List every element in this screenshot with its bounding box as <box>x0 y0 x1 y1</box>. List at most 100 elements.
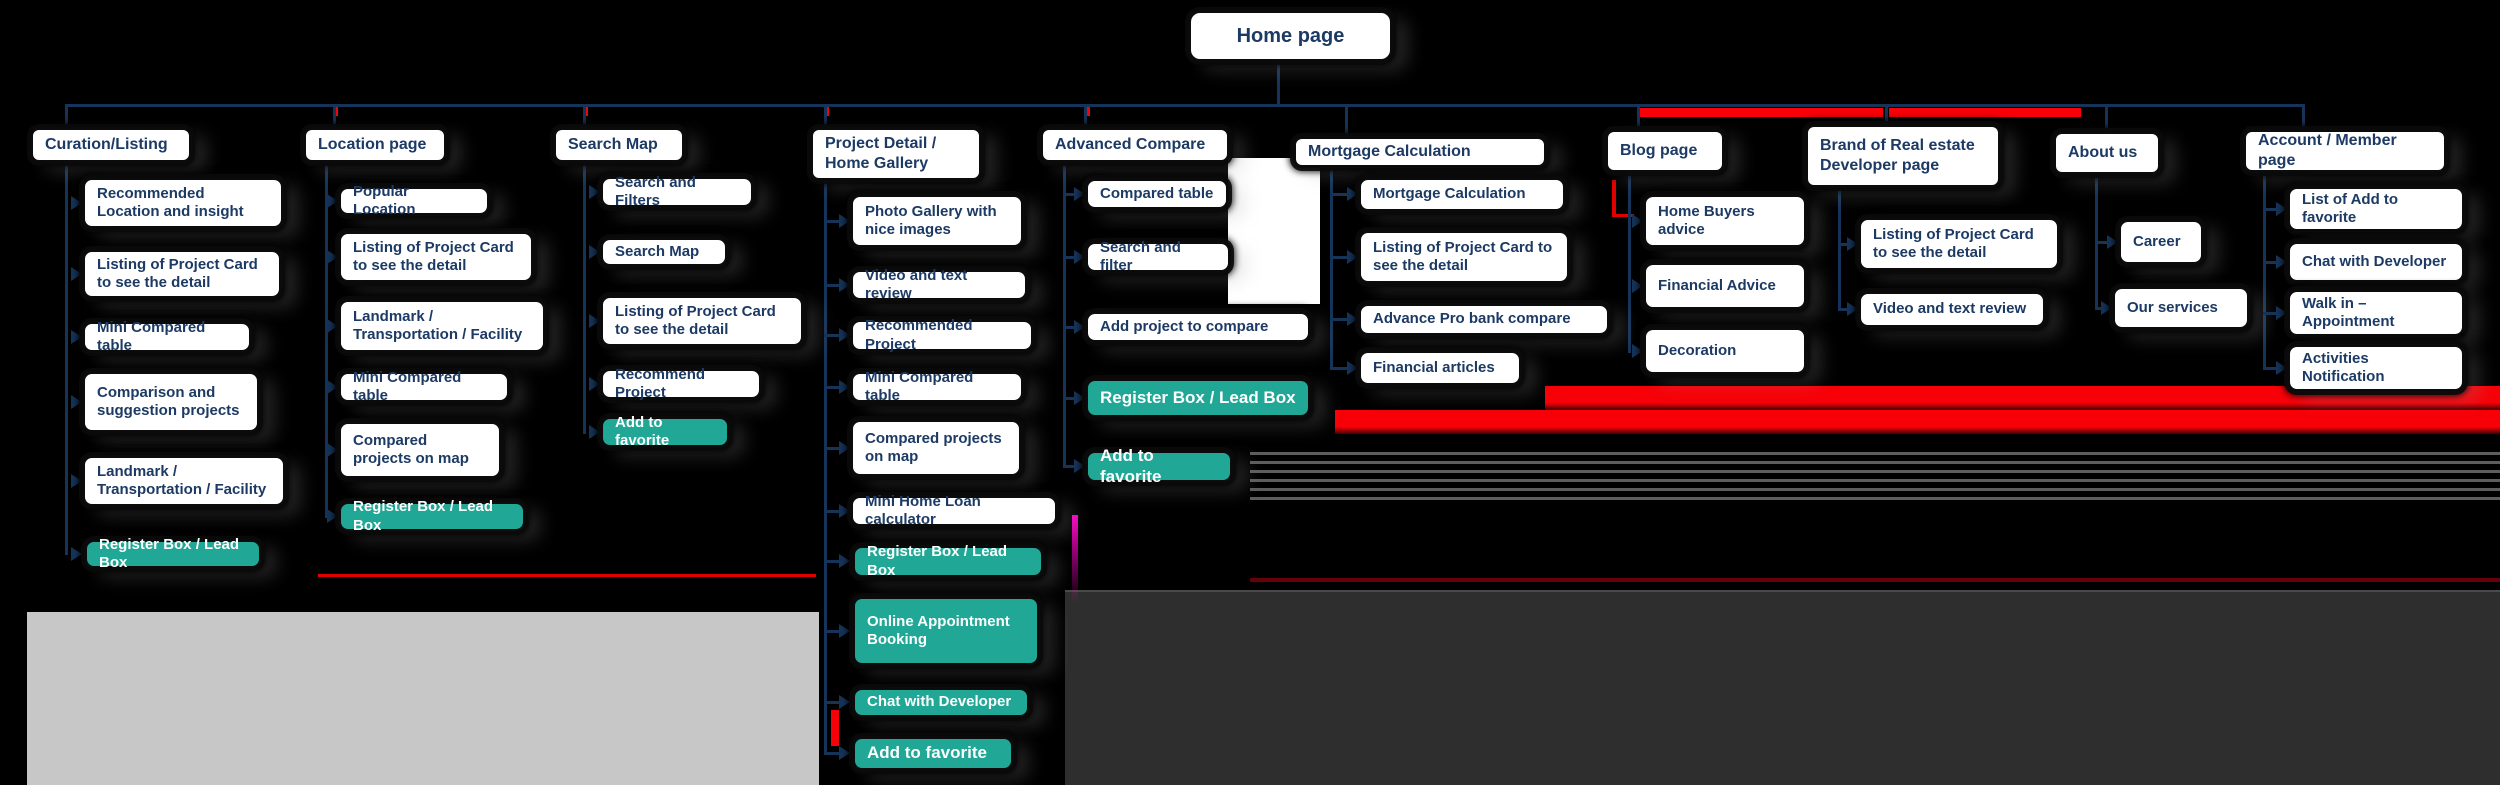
connector-seg <box>1063 465 1074 468</box>
arrow-icon <box>839 695 850 709</box>
arrow-icon <box>71 474 82 488</box>
node-landmark-transportation: Landmark / Transportation / Facility <box>82 455 286 507</box>
connector-seg <box>2095 241 2107 244</box>
arrow-icon <box>71 196 82 210</box>
red-tick <box>334 107 338 116</box>
node-our-services: Our services <box>2112 286 2250 330</box>
arrow-icon <box>839 214 850 228</box>
arrow-icon <box>1847 237 1858 251</box>
node-add-project-to-compare: Add project to compare <box>1085 311 1311 343</box>
arrow-icon <box>327 443 338 457</box>
red-mark-horiz <box>1612 214 1634 217</box>
node-photo-gallery: Photo Gallery with nice images <box>850 194 1024 248</box>
node-mini-home-loan-calculator: Mini Home Loan calculator <box>850 493 1058 528</box>
connector-seg <box>1330 318 1347 321</box>
connector-seg <box>1063 256 1074 259</box>
arrow-icon <box>1347 187 1358 201</box>
column-line <box>1063 160 1066 468</box>
red-tick <box>1086 107 1090 116</box>
connector-seg <box>1330 367 1347 370</box>
column-line <box>65 163 68 555</box>
red-mark-vert <box>1612 180 1616 217</box>
column-stub <box>333 104 336 130</box>
arrow-icon <box>839 504 850 518</box>
arrow-icon <box>71 330 82 344</box>
column-stub <box>65 104 68 130</box>
home-connector-stub <box>1277 62 1280 104</box>
arrow-icon <box>327 319 338 333</box>
arrow-icon <box>1847 302 1858 316</box>
connector-seg <box>824 510 839 513</box>
arrow-icon <box>1074 391 1085 405</box>
connector-seg <box>824 560 839 563</box>
arrow-icon <box>327 380 338 394</box>
connector-seg <box>2263 208 2276 211</box>
column-header-mortgage-calculation: Mortgage Calculation <box>1293 136 1547 168</box>
arrow-icon <box>327 250 338 264</box>
arrow-icon <box>1347 250 1358 264</box>
arrow-icon <box>2107 235 2118 249</box>
node-recommended-project: Recommended Project <box>850 317 1034 353</box>
node-listing-project-card: Listing of Project Card to see the detai… <box>1858 217 2060 271</box>
arrow-icon <box>1632 344 1643 358</box>
connector-seg <box>2263 312 2276 315</box>
column-line <box>325 163 328 518</box>
arrow-icon <box>71 395 82 409</box>
node-compared-projects-map: Compared projects on map <box>338 421 502 479</box>
connector-seg <box>1838 243 1847 246</box>
arrow-icon <box>589 245 600 259</box>
node-mini-compared-table: Mini Compared table <box>82 319 252 354</box>
connector-seg <box>2263 261 2276 264</box>
connector-seg <box>2263 367 2276 370</box>
node-comparison-suggestion: Comparison and suggestion projects <box>82 371 260 433</box>
node-mortgage-calculation: Mortgage Calculation <box>1358 177 1566 212</box>
column-header-search-map: Search Map <box>553 127 685 163</box>
node-mini-compared-table: Mini Compared table <box>338 369 510 404</box>
arrow-icon <box>839 278 850 292</box>
node-chat-with-developer: Chat with Developer <box>852 687 1030 718</box>
node-advance-pro-bank-compare: Advance Pro bank compare <box>1358 303 1610 336</box>
node-walk-in-appointment: Walk in – Appointment <box>2287 289 2465 337</box>
gray-panel-bottom-right <box>1065 590 2500 785</box>
red-band-top-b <box>1889 108 2081 117</box>
connector-seg <box>824 752 839 755</box>
column-header-blog-page: Blog page <box>1605 129 1725 173</box>
arrow-icon <box>839 380 850 394</box>
node-listing-project-card: Listing of Project Card to see the detai… <box>1358 230 1570 284</box>
arrow-icon <box>71 267 82 281</box>
arrow-icon <box>2276 255 2287 269</box>
node-home-buyers-advice: Home Buyers advice <box>1643 194 1807 248</box>
node-recommended-location-insight: Recommended Location and insight <box>82 177 284 229</box>
column-header-account-member-page: Account / Member page <box>2243 129 2447 173</box>
red-tick <box>584 107 588 116</box>
column-header-about-us: About us <box>2053 131 2161 175</box>
node-add-to-favorite: Add to favorite <box>600 414 730 449</box>
column-line <box>1628 173 1631 353</box>
arrow-icon <box>2101 301 2112 315</box>
column-stub <box>824 104 827 130</box>
connector-seg <box>1330 256 1347 259</box>
stripe-artifact <box>1250 452 2500 504</box>
connector-seg <box>824 284 839 287</box>
red-bar <box>831 710 839 746</box>
node-video-text-review: Video and text review <box>850 267 1028 302</box>
node-listing-project-card: Listing of Project Card to see the detai… <box>600 295 804 347</box>
node-search-and-filters: Search and Filters <box>600 174 754 209</box>
node-register-lead-box: Register Box / Lead Box <box>852 543 1044 579</box>
node-listing-project-card: Listing of Project Card to see the detai… <box>82 249 282 299</box>
node-home-page: Home page <box>1188 10 1393 62</box>
node-register-lead-box: Register Box / Lead Box <box>338 498 526 534</box>
column-stub <box>2302 104 2305 132</box>
arrow-icon <box>2276 361 2287 375</box>
arrow-icon <box>1347 361 1358 375</box>
red-band-top-a <box>1637 108 1883 117</box>
node-online-appointment-booking: Online Appointment Booking <box>852 596 1040 666</box>
arrow-icon <box>839 746 850 760</box>
column-stub <box>1885 104 1888 127</box>
arrow-icon <box>1074 320 1085 334</box>
node-listing-project-card: Listing of Project Card to see the detai… <box>338 231 534 283</box>
column-stub <box>1345 104 1348 139</box>
node-mini-compared-table: Mini Compared table <box>850 369 1024 404</box>
arrow-icon <box>2276 306 2287 320</box>
